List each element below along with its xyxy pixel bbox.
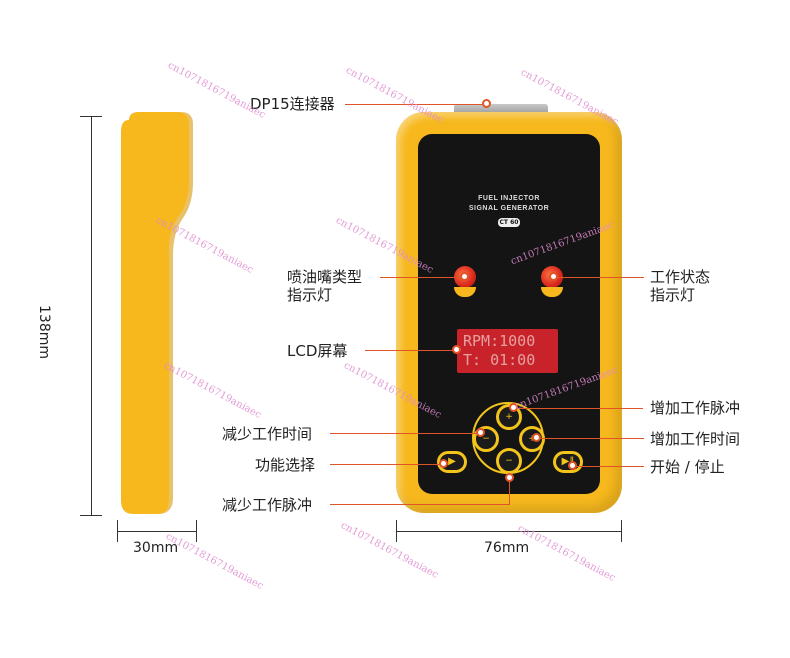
leader-dec-pulse: [330, 504, 510, 505]
work-state-led-base: [541, 287, 563, 297]
watermark: cn1071816719aniaec: [343, 65, 445, 126]
height-dimension-bottom-tick: [80, 515, 102, 516]
label-dec-time: 减少工作时间: [222, 425, 313, 443]
marker-func-select: [439, 459, 448, 468]
leader-inc-pulse: [515, 408, 643, 409]
leader-inc-time: [540, 438, 644, 439]
marker-work-state: [549, 272, 558, 281]
minus-icon: −: [505, 456, 513, 466]
leader-func-select: [330, 464, 442, 465]
leader-dec-time: [330, 433, 480, 434]
dec-pulse-button[interactable]: −: [496, 448, 522, 474]
label-work-state-line2: 指示灯: [650, 286, 696, 304]
plus-icon: +: [505, 412, 513, 422]
marker-start-stop: [568, 461, 577, 470]
label-dp15: DP15连接器: [250, 95, 335, 113]
leader-dp15: [345, 104, 485, 105]
label-lcd: LCD屏幕: [287, 342, 348, 360]
label-injector-type-line1: 喷油嘴类型: [287, 268, 363, 286]
marker-inc-time: [532, 433, 541, 442]
side-view-device: [121, 112, 193, 514]
watermark: cn1071816719aniaec: [338, 520, 440, 581]
leader-injector-type: [380, 277, 464, 278]
marker-lcd: [452, 345, 461, 354]
height-dimension-label: 138mm: [36, 305, 52, 359]
leader-lcd: [365, 350, 455, 351]
watermark: cn1071816719aniaec: [163, 531, 265, 592]
leader-start-stop: [575, 466, 644, 467]
device-title-line1: FUEL INJECTOR: [478, 195, 540, 202]
plus-icon: +: [528, 434, 536, 444]
side-width-label: 30mm: [133, 540, 179, 556]
label-work-state-line1: 工作状态: [650, 268, 711, 286]
marker-dec-time: [476, 428, 485, 437]
side-width-line: [117, 531, 197, 532]
lcd-screen: RPM:1000 T: 01:00: [457, 329, 558, 373]
lcd-line-1: RPM:1000: [463, 332, 536, 350]
height-dimension-line: [91, 116, 92, 516]
lcd-line-2: T: 01:00: [463, 351, 536, 369]
leader-work-state: [556, 277, 644, 278]
function-icon: ▶: [448, 456, 456, 467]
label-start-stop: 开始 / 停止: [650, 458, 725, 476]
minus-icon: −: [482, 434, 490, 444]
marker-dec-pulse: [505, 473, 514, 482]
watermark: cn1071816719aniaec: [515, 523, 617, 584]
marker-injector-type: [460, 272, 469, 281]
front-width-label: 76mm: [484, 540, 530, 556]
label-injector-type-line2: 指示灯: [287, 286, 333, 304]
injector-type-led-base: [454, 287, 476, 297]
marker-dp15: [482, 99, 491, 108]
label-func-select: 功能选择: [255, 456, 316, 474]
leader-dec-pulse-riser: [509, 478, 510, 505]
dec-time-button[interactable]: −: [473, 426, 499, 452]
label-inc-pulse: 增加工作脉冲: [650, 399, 741, 417]
device-title-line2: SIGNAL GENERATOR: [468, 205, 550, 212]
label-inc-time: 增加工作时间: [650, 430, 741, 448]
marker-inc-pulse: [509, 403, 518, 412]
height-dimension-top-tick: [80, 116, 102, 117]
front-width-line: [396, 531, 622, 532]
device-model-badge: CT 60: [498, 218, 520, 227]
label-dec-pulse: 减少工作脉冲: [222, 496, 313, 514]
play-pause-icon: ▶‖: [561, 456, 575, 467]
